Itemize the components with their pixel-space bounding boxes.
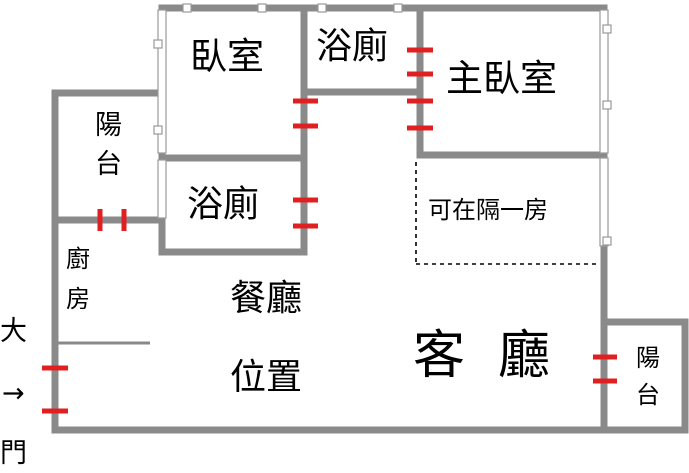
living-room-label: 客 廳 <box>413 326 551 386</box>
windows <box>153 3 612 247</box>
entrance-label-top: 大 <box>0 316 27 347</box>
doors <box>42 47 617 414</box>
optional-room-boundary <box>415 162 600 265</box>
entrance-label-bottom: 門 <box>0 438 27 469</box>
bedroom-label: 臥室 <box>190 35 264 78</box>
entrance-arrow-icon: → <box>2 378 25 409</box>
walls <box>51 4 689 434</box>
optional-room-label: 可在隔一房 <box>428 196 548 224</box>
kitchen-label: 廚房 <box>66 245 90 313</box>
balcony-right-label: 陽台 <box>636 344 660 410</box>
balcony-left-label: 陽台 <box>95 110 122 181</box>
dining-label-line2: 位置 <box>230 357 303 398</box>
master-bedroom-label: 主臥室 <box>446 57 557 100</box>
dining-label-line1: 餐廳 <box>230 278 303 319</box>
bath-top-label: 浴廁 <box>316 26 389 67</box>
bath-mid-label: 浴廁 <box>187 184 260 225</box>
